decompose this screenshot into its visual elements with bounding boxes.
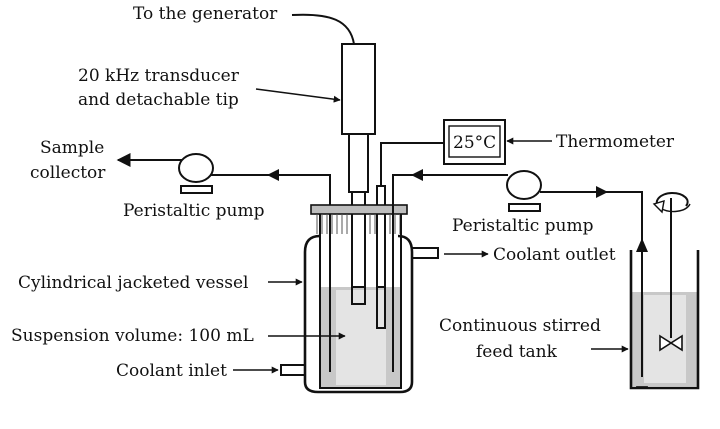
left-pump-head: [178, 153, 214, 183]
suspension-label: Suspension volume: 100 mL: [11, 326, 254, 346]
thermometer-wire: [380, 142, 444, 186]
feed-flow-arrow: [411, 169, 423, 181]
sample-collector-line2: collector: [30, 163, 106, 183]
transducer-label-line2: and detachable tip: [78, 90, 239, 110]
tank-label-line2: feed tank: [476, 342, 558, 362]
coolant-inlet-label: Coolant inlet: [116, 361, 227, 381]
probe-immersed: [376, 286, 386, 329]
tank-flow-arrow-up: [636, 238, 648, 252]
thermometer-reading: 25°C: [453, 133, 496, 153]
feed-tube: [392, 174, 508, 372]
coolant-outlet-label: Coolant outlet: [493, 245, 616, 265]
thermometer-display-inner: [448, 125, 501, 158]
generator-cable: [291, 13, 355, 45]
vessel-lid: [310, 204, 408, 215]
vessel-lid-hatching: [316, 214, 401, 234]
tank-label-line1: Continuous stirred: [439, 316, 601, 336]
right-pump-base: [508, 203, 541, 212]
coolant-inlet-port: [280, 364, 306, 376]
coolant-outlet-port: [411, 247, 439, 259]
sample-collector-line1: Sample: [40, 138, 104, 158]
rotation-icon: [652, 191, 691, 214]
vessel-label: Cylindrical jacketed vessel: [18, 273, 248, 293]
stirrer-impeller: [659, 334, 683, 352]
tank-flow-arrow-top: [596, 186, 608, 198]
transducer-pointer: [255, 88, 341, 103]
generator-label: To the generator: [133, 4, 278, 24]
tank-wall: [629, 250, 700, 390]
transducer-body: [341, 43, 376, 135]
left-pump-base: [180, 185, 213, 194]
thermometer-label: Thermometer: [556, 132, 675, 152]
transducer-label-line1: 20 kHz transducer: [78, 66, 240, 86]
tip-immersed: [351, 286, 366, 305]
left-pump-label: Peristaltic pump: [123, 201, 265, 221]
right-pump-label: Peristaltic pump: [452, 216, 594, 236]
right-pump-head: [506, 170, 542, 200]
sample-flow-arrow: [267, 169, 279, 181]
vessel-inner-wall: [319, 214, 402, 389]
vessel-outer-wall: [303, 234, 414, 394]
transducer-neck: [348, 133, 369, 193]
